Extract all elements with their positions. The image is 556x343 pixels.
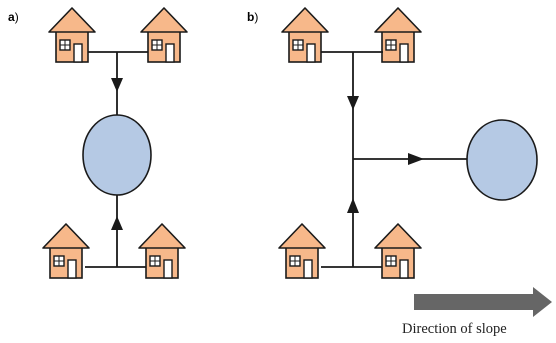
panel-b: b) bbox=[247, 7, 538, 279]
house-icon bbox=[48, 7, 96, 63]
panel-b-paren: ) bbox=[254, 10, 258, 24]
slope-arrow-icon bbox=[414, 287, 552, 317]
pond-icon bbox=[466, 119, 538, 201]
house-icon bbox=[42, 223, 90, 279]
panel-a: a) bbox=[8, 7, 188, 279]
pond-icon bbox=[82, 114, 152, 196]
flow-arrow-down bbox=[347, 96, 359, 110]
slope-label: Direction of slope bbox=[402, 321, 507, 337]
slope-indicator: Direction of slope bbox=[402, 287, 552, 337]
flow-arrow-down bbox=[111, 78, 123, 92]
panel-b-letter: b bbox=[247, 10, 254, 24]
flow-arrow-up bbox=[111, 216, 123, 230]
house-icon bbox=[374, 223, 422, 279]
panel-a-letter: a bbox=[8, 10, 15, 24]
flow-arrow-up bbox=[347, 198, 359, 213]
house-icon bbox=[140, 7, 188, 63]
house-icon bbox=[138, 223, 186, 279]
flow-arrow-right bbox=[408, 153, 424, 165]
panel-b-label: b) bbox=[247, 10, 258, 24]
panel-a-paren: ) bbox=[15, 10, 19, 24]
house-icon bbox=[278, 223, 326, 279]
house-icon bbox=[374, 7, 422, 63]
house-icon bbox=[281, 7, 329, 63]
panel-a-label: a) bbox=[8, 10, 19, 24]
